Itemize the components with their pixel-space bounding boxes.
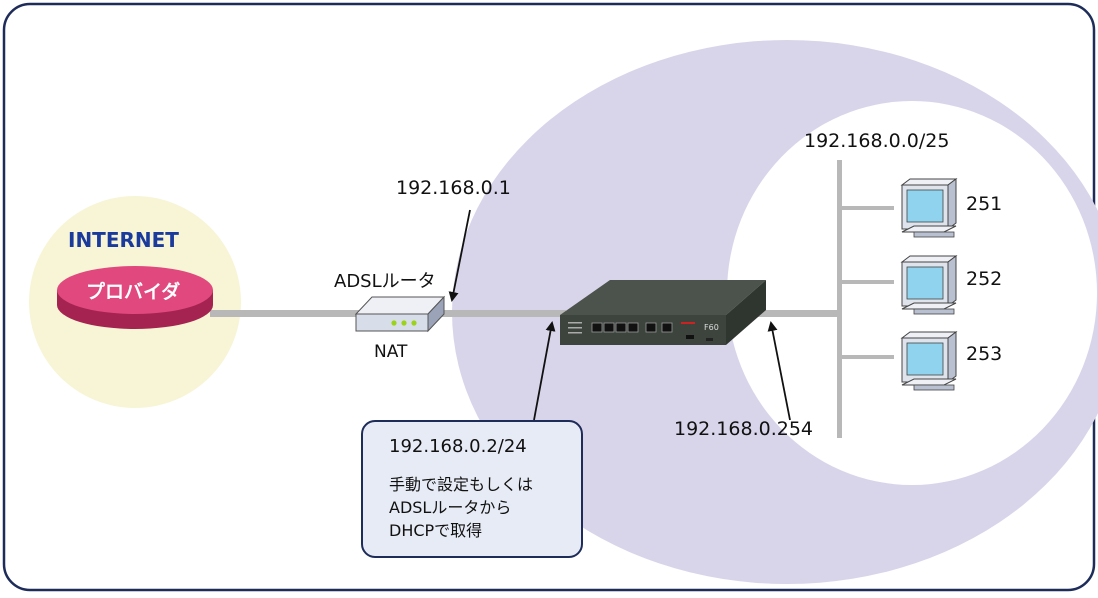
arrow-wan-ip [533, 321, 556, 421]
nat-label: NAT [374, 342, 408, 362]
lan-ip-label: 192.168.0.254 [674, 418, 814, 440]
callout-line-2: ADSLルータから [389, 498, 512, 517]
wan-cable [210, 310, 360, 317]
f60-model-label: F60 [704, 323, 719, 332]
host-label-252: 252 [966, 268, 1003, 290]
pc-icon-251 [900, 178, 958, 238]
pc-icon-252 [900, 255, 958, 315]
provider-label: プロバイダ [86, 281, 181, 303]
adsl-router-icon [354, 295, 446, 333]
callout-ip: 192.168.0.2/24 [389, 436, 527, 457]
lan-branch-253 [842, 355, 894, 359]
host-label-253: 253 [966, 343, 1003, 365]
lan-cable [748, 310, 842, 317]
wan-ip-callout: 192.168.0.2/24 手動で設定もしくは ADSLルータから DHCPで… [361, 420, 583, 558]
router-to-switch-cable [436, 310, 566, 317]
provider-disc [57, 266, 213, 329]
callout-line-3: DHCPで取得 [389, 521, 483, 540]
internet-title: INTERNET [68, 228, 179, 252]
lan-branch-252 [842, 280, 894, 284]
lan-network-label: 192.168.0.0/25 [804, 130, 950, 152]
callout-line-1: 手動で設定もしくは [389, 475, 534, 494]
f60-router-icon [560, 280, 766, 345]
lan-branch-251 [842, 206, 894, 210]
router-name-label: ADSLルータ [334, 271, 436, 292]
pc-icon-253 [900, 331, 958, 391]
lan-backbone [837, 160, 842, 438]
host-label-251: 251 [966, 193, 1003, 215]
arrow-router-ip [448, 209, 471, 302]
router-ip-label: 192.168.0.1 [396, 177, 511, 199]
arrow-lan-ip [767, 321, 791, 421]
